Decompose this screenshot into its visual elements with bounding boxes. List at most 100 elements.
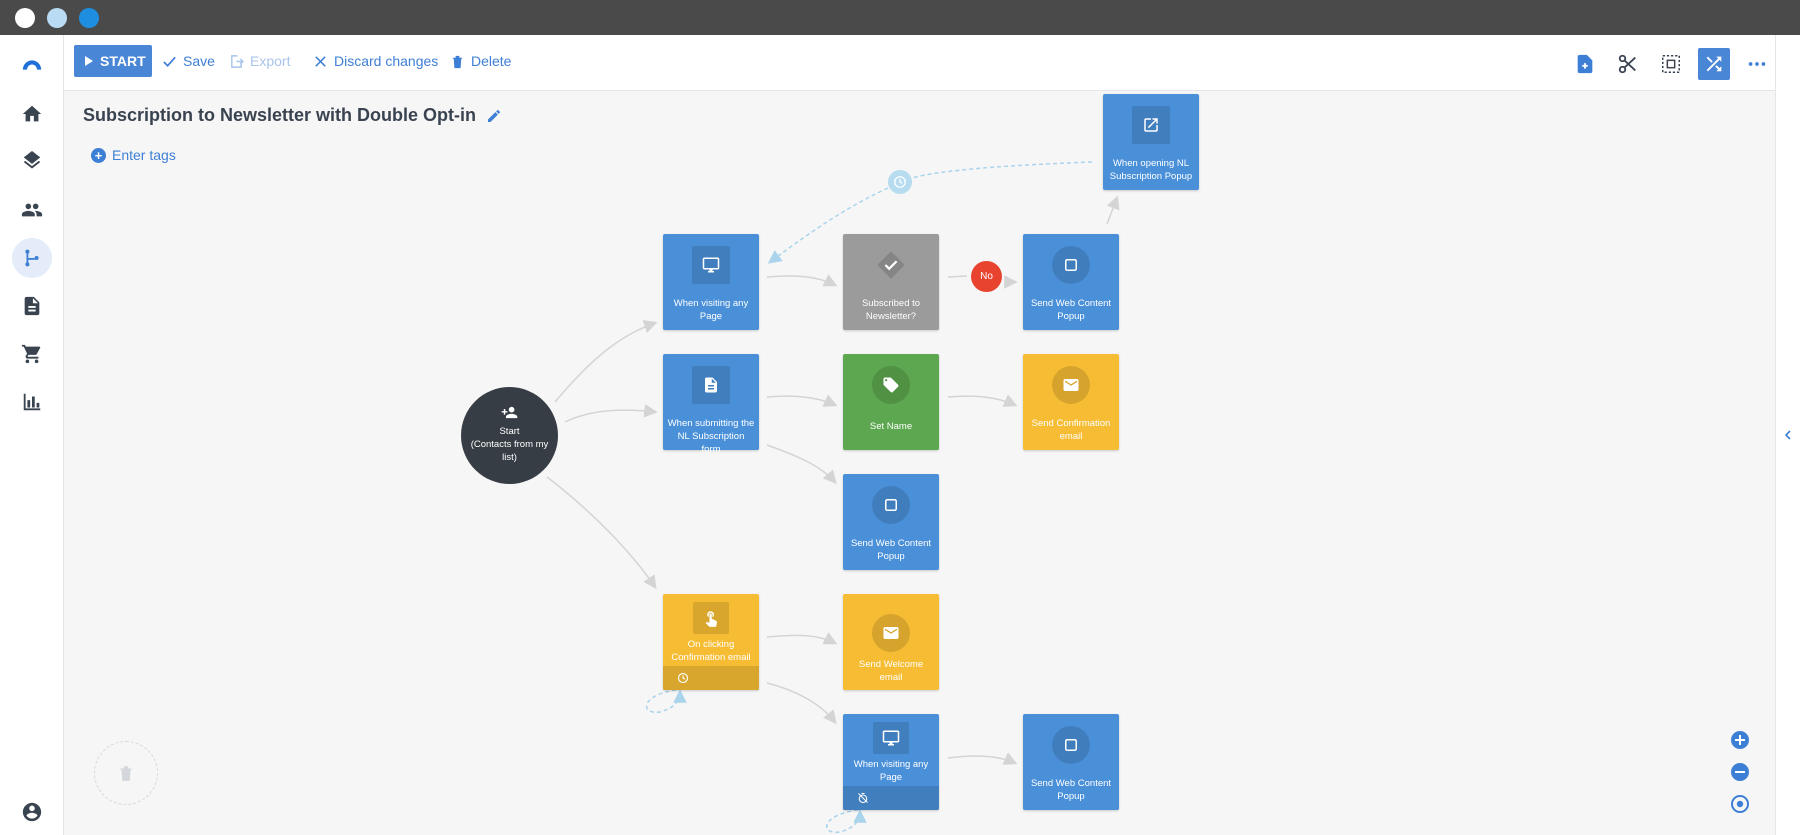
node-opening-popup[interactable]: When opening NL Subscription Popup — [1103, 94, 1199, 190]
node-label: Send Welcome email — [858, 659, 924, 683]
sidebar-item-reports[interactable] — [12, 382, 52, 422]
window-maximize-button[interactable] — [79, 8, 99, 28]
start-node[interactable]: Start (Contacts from my list) — [461, 387, 558, 484]
enter-tags-button[interactable]: + Enter tags — [91, 147, 176, 163]
scissors-icon — [1618, 54, 1636, 74]
add-document-icon — [1577, 54, 1593, 74]
window-titlebar — [0, 0, 1800, 35]
node-label: Send Web Content Popup — [850, 538, 932, 562]
shuffle-icon — [1706, 56, 1722, 72]
enter-tags-label: Enter tags — [112, 147, 176, 163]
trash-icon — [120, 766, 132, 781]
mail-icon — [1052, 366, 1090, 404]
node-send-confirmation[interactable]: Send Confirmation email — [1023, 354, 1119, 450]
user-icon — [22, 802, 42, 822]
sidebar-item-account[interactable] — [12, 792, 52, 832]
node-label: When submitting the NL Subscription form — [667, 418, 755, 455]
flow-title-text: Subscription to Newsletter with Double O… — [83, 105, 477, 125]
node-label: Send Web Content Popup — [1030, 778, 1112, 802]
edit-pencil-icon[interactable] — [486, 108, 502, 124]
plus-icon: + — [91, 147, 106, 163]
contacts-icon — [21, 203, 43, 217]
properties-panel-toggle[interactable] — [1775, 35, 1800, 835]
no-branch-badge[interactable]: No — [971, 261, 1002, 292]
node-set-name[interactable]: Set Name — [843, 354, 939, 450]
node-label: When opening NL Subscription Popup — [1109, 158, 1193, 182]
sidebar-item-layers[interactable] — [12, 142, 52, 182]
node-timer-footer — [843, 786, 939, 810]
discard-changes-button[interactable]: Discard changes — [313, 45, 438, 77]
node-label: Subscribed to Newsletter? — [861, 298, 921, 322]
node-send-popup-1[interactable]: Send Web Content Popup — [1023, 234, 1119, 330]
sidebar-item-shop[interactable] — [12, 334, 52, 374]
node-send-welcome[interactable]: Send Welcome email — [843, 594, 939, 690]
node-label: When visiting any Page — [853, 759, 929, 783]
clock-icon — [677, 672, 689, 684]
discard-label: Discard changes — [334, 53, 439, 69]
add-node-button[interactable] — [1569, 48, 1601, 80]
node-click-confirmation[interactable]: On clicking Confirmation email — [663, 594, 759, 690]
timer-off-icon — [858, 792, 868, 804]
auto-layout-button[interactable] — [1698, 48, 1730, 80]
popup-square-icon — [1052, 726, 1090, 764]
trash-icon — [452, 55, 463, 68]
zoom-in-button[interactable] — [1730, 730, 1750, 750]
delete-button[interactable]: Delete — [450, 45, 511, 77]
condition-check-icon — [872, 246, 910, 284]
node-subscribed-check[interactable]: Subscribed to Newsletter? — [843, 234, 939, 330]
window-close-button[interactable] — [15, 8, 35, 28]
node-label: On clicking Confirmation email — [671, 639, 751, 663]
delay-timer-icon[interactable] — [888, 170, 912, 194]
start-button[interactable]: START — [74, 45, 152, 77]
node-label: Set Name — [869, 421, 913, 432]
monitor-icon — [692, 246, 730, 284]
monitor-icon — [873, 722, 909, 754]
node-label: Send Web Content Popup — [1030, 298, 1112, 322]
export-icon — [231, 54, 244, 68]
node-send-popup-3[interactable]: Send Web Content Popup — [1023, 714, 1119, 810]
sidebar-item-documents[interactable] — [12, 286, 52, 326]
home-icon — [22, 105, 42, 122]
document-icon — [24, 296, 40, 316]
delete-label: Delete — [471, 53, 512, 69]
minus-circle-icon — [1731, 763, 1749, 781]
start-node-label: Start (Contacts from my list) — [470, 426, 549, 463]
select-area-button[interactable] — [1655, 48, 1687, 80]
export-label: Export — [250, 53, 291, 69]
save-button[interactable]: Save — [162, 45, 215, 77]
node-visit-page[interactable]: When visiting any Page — [663, 234, 759, 330]
node-send-popup-2[interactable]: Send Web Content Popup — [843, 474, 939, 570]
zoom-out-button[interactable] — [1730, 762, 1750, 782]
chart-icon — [23, 393, 41, 411]
node-submit-form[interactable]: When submitting the NL Subscription form — [663, 354, 759, 455]
node-label: When visiting any Page — [673, 298, 749, 322]
tag-icon — [872, 366, 910, 404]
window-minimize-button[interactable] — [47, 8, 67, 28]
start-label: START — [100, 53, 146, 69]
save-label: Save — [183, 53, 215, 69]
close-icon — [315, 55, 326, 67]
popup-square-icon — [872, 486, 910, 524]
export-button[interactable]: Export — [229, 45, 290, 77]
cut-button[interactable] — [1612, 48, 1644, 80]
sidebar-item-flows[interactable] — [12, 238, 52, 278]
plus-circle-icon — [1731, 731, 1749, 749]
open-external-icon — [1132, 106, 1170, 144]
left-sidebar — [0, 35, 64, 835]
center-view-button[interactable] — [1730, 794, 1750, 814]
trash-drop-zone[interactable] — [94, 741, 158, 805]
layers-icon — [23, 151, 41, 169]
selection-icon — [1662, 55, 1680, 73]
node-visit-page-2[interactable]: When visiting any Page — [843, 714, 939, 810]
logo-icon[interactable] — [12, 45, 52, 85]
play-icon — [85, 56, 93, 66]
sidebar-item-contacts[interactable] — [12, 190, 52, 230]
more-options-button[interactable] — [1741, 48, 1773, 80]
node-timer-footer — [663, 666, 759, 690]
chevron-left-icon — [1784, 430, 1791, 440]
flow-icon — [25, 249, 39, 267]
popup-square-icon — [1052, 246, 1090, 284]
sidebar-item-home[interactable] — [12, 94, 52, 134]
flow-title: Subscription to Newsletter with Double O… — [83, 105, 502, 126]
node-label: Send Confirmation email — [1031, 418, 1111, 442]
